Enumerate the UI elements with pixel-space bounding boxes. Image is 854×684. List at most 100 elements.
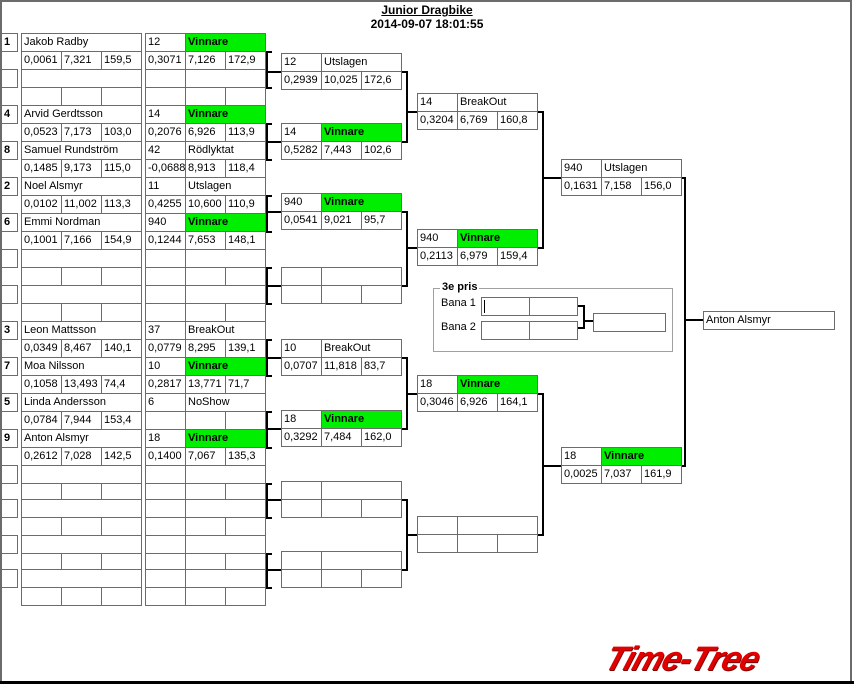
bracket-connector xyxy=(542,465,562,467)
round3-result-status: Vinnare xyxy=(457,375,538,394)
round1-result-status xyxy=(185,285,266,304)
round1-result-reaction-time: 0,1244 xyxy=(145,231,186,250)
round2-result-number xyxy=(281,481,322,500)
rider-elapsed-time: 7,944 xyxy=(61,411,102,430)
rider-name[interactable]: Emmi Nordman xyxy=(21,213,142,232)
round1-result-speed: 135,3 xyxy=(225,447,266,466)
round2-result-speed xyxy=(361,285,402,304)
rider-name[interactable]: Samuel Rundström xyxy=(21,141,142,160)
bracket-connector xyxy=(266,553,272,555)
seed-number xyxy=(1,535,18,554)
rider-speed: 103,0 xyxy=(101,123,142,142)
seed-number: 9 xyxy=(1,429,18,448)
round2-result-reaction-time: 0,2939 xyxy=(281,71,322,90)
round2-result-reaction-time xyxy=(281,499,322,518)
round1-result-reaction-time: 0,3071 xyxy=(145,51,186,70)
round1-result-reaction-time xyxy=(145,587,186,606)
third-place-result[interactable] xyxy=(593,313,666,332)
rider-reaction-time: 0,0523 xyxy=(21,123,62,142)
round1-result-status: NoShow xyxy=(185,393,266,412)
rider-name[interactable] xyxy=(21,285,142,304)
lane1-name-input[interactable] xyxy=(529,297,578,316)
rider-name[interactable] xyxy=(21,465,142,484)
round4-result-elapsed-time: 7,158 xyxy=(601,177,642,196)
round1-result-speed: 118,4 xyxy=(225,159,266,178)
round2-result-status: Vinnare xyxy=(321,123,402,142)
round2-result-elapsed-time: 11,818 xyxy=(321,357,362,376)
round1-result-number: 42 xyxy=(145,141,186,160)
bracket-connector xyxy=(402,428,408,430)
round1-result-status: Utslagen xyxy=(185,177,266,196)
time-tree-logo: Time-Tree xyxy=(599,640,765,678)
round1-result-number: 10 xyxy=(145,357,186,376)
rider-name[interactable] xyxy=(21,569,142,588)
rider-name[interactable]: Arvid Gerdtsson xyxy=(21,105,142,124)
bracket-connector xyxy=(266,499,282,501)
round3-result-speed xyxy=(497,534,538,553)
round2-result-speed: 162,0 xyxy=(361,428,402,447)
round1-result-number xyxy=(145,499,186,518)
rider-name[interactable]: Noel Alsmyr xyxy=(21,177,142,196)
round1-result-speed xyxy=(225,267,266,286)
round1-result-number: 11 xyxy=(145,177,186,196)
rider-elapsed-time xyxy=(61,587,102,606)
rider-name[interactable] xyxy=(21,249,142,268)
round3-result-speed: 159,4 xyxy=(497,247,538,266)
rider-speed: 74,4 xyxy=(101,375,142,394)
round2-result-speed xyxy=(361,499,402,518)
round3-result-status: Vinnare xyxy=(457,229,538,248)
bracket-connector xyxy=(266,195,272,197)
round1-result-elapsed-time: 8,295 xyxy=(185,339,226,358)
round4-result-number: 18 xyxy=(561,447,602,466)
round2-result-number: 14 xyxy=(281,123,322,142)
rider-name[interactable]: Anton Alsmyr xyxy=(21,429,142,448)
round3-result-reaction-time: 0,2113 xyxy=(417,247,458,266)
rider-reaction-time: 0,0102 xyxy=(21,195,62,214)
round1-result-number xyxy=(145,569,186,588)
round2-result-number: 18 xyxy=(281,410,322,429)
round4-result-status: Utslagen xyxy=(601,159,682,178)
rider-name[interactable]: Leon Mattsson xyxy=(21,321,142,340)
bracket-connector xyxy=(266,303,272,305)
round2-result-reaction-time: 0,0707 xyxy=(281,357,322,376)
round1-result-number xyxy=(145,285,186,304)
bracket-connector xyxy=(684,177,686,467)
round1-result-reaction-time xyxy=(145,411,186,430)
third-place-title: 3e pris xyxy=(440,281,480,293)
round2-result-elapsed-time: 7,484 xyxy=(321,428,362,447)
round2-result-number xyxy=(281,551,322,570)
bracket-connector xyxy=(402,285,408,287)
lane2-name-input[interactable] xyxy=(529,321,578,340)
round1-result-reaction-time: 0,0779 xyxy=(145,339,186,358)
bracket-connector xyxy=(406,247,418,249)
round1-result-elapsed-time xyxy=(185,303,226,322)
rider-speed xyxy=(101,587,142,606)
round1-result-elapsed-time: 7,126 xyxy=(185,51,226,70)
rider-speed xyxy=(101,303,142,322)
rider-name[interactable]: Linda Andersson xyxy=(21,393,142,412)
round1-result-status: Vinnare xyxy=(185,429,266,448)
rider-name[interactable] xyxy=(21,535,142,554)
rider-reaction-time: 0,2612 xyxy=(21,447,62,466)
rider-speed: 115,0 xyxy=(101,159,142,178)
rider-name[interactable] xyxy=(21,499,142,518)
third-place-connector xyxy=(578,327,585,329)
round3-result-reaction-time: 0,3046 xyxy=(417,393,458,412)
round2-result-speed: 95,7 xyxy=(361,211,402,230)
lane2-number-input[interactable] xyxy=(481,321,530,340)
round1-result-number: 6 xyxy=(145,393,186,412)
text-cursor xyxy=(484,300,485,313)
round2-result-elapsed-time: 10,025 xyxy=(321,71,362,90)
rider-reaction-time: 0,0349 xyxy=(21,339,62,358)
bracket-connector xyxy=(538,534,544,536)
bracket-connector xyxy=(266,375,272,377)
rider-name[interactable]: Moa Nilsson xyxy=(21,357,142,376)
bracket-connector xyxy=(266,569,282,571)
round1-result-elapsed-time: 8,913 xyxy=(185,159,226,178)
round1-result-elapsed-time: 7,653 xyxy=(185,231,226,250)
round3-result-number: 940 xyxy=(417,229,458,248)
seed-number xyxy=(1,69,18,88)
lane1-number-input[interactable] xyxy=(481,297,530,316)
rider-name[interactable] xyxy=(21,69,142,88)
rider-name[interactable]: Jakob Radby xyxy=(21,33,142,52)
